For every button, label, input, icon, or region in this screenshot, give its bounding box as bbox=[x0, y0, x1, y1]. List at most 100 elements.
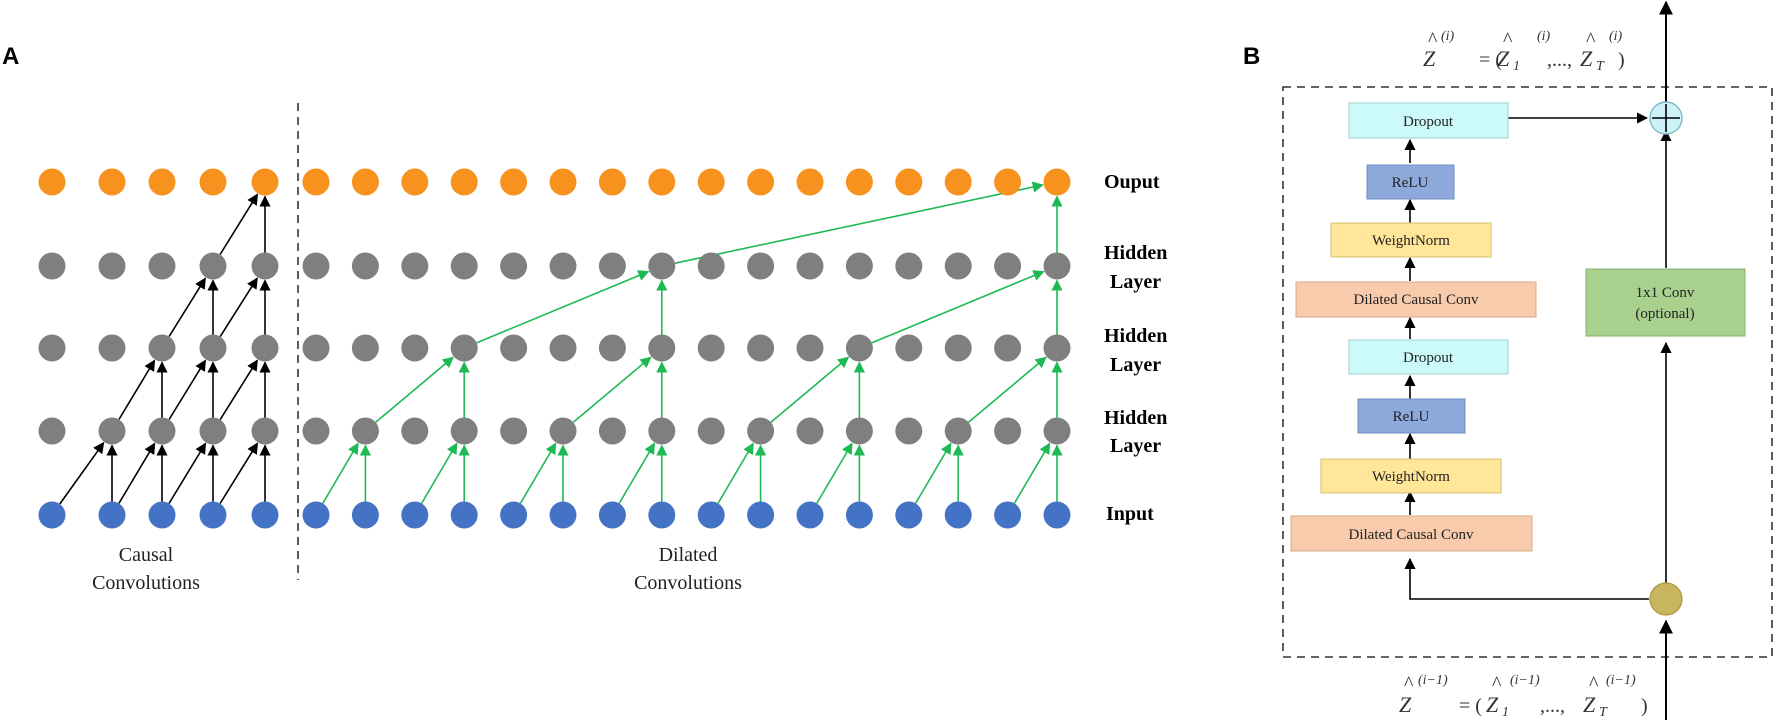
split-to-conv-arrow bbox=[1404, 557, 1649, 600]
relu-block-bottom bbox=[1357, 398, 1466, 434]
output-node bbox=[747, 168, 775, 196]
conv1x1-block bbox=[1585, 268, 1746, 337]
panel-a-letter: A bbox=[2, 43, 19, 70]
hidden-node bbox=[895, 417, 923, 445]
hidden-layer-1-label-line1: Hidden bbox=[1104, 407, 1167, 429]
causal-edge bbox=[219, 442, 259, 504]
hat-mark: ^ bbox=[1492, 673, 1502, 695]
input-formula: ^ Z (i−1) = ( ^ Z 1 (i−1) ,..., ^ Z T (i… bbox=[1399, 673, 1648, 720]
input-formula-sup1: (i−1) bbox=[1510, 673, 1540, 688]
hidden-node bbox=[251, 417, 279, 445]
dilated-edge bbox=[420, 442, 458, 504]
hidden-node bbox=[994, 252, 1022, 280]
causal-edge bbox=[168, 442, 207, 504]
dilated-convolution-arrows bbox=[322, 181, 1063, 504]
hat-mark: ^ bbox=[1586, 29, 1596, 51]
hidden-node bbox=[302, 417, 330, 445]
hidden-node bbox=[401, 417, 429, 445]
hidden-node bbox=[598, 252, 626, 280]
hidden-node bbox=[994, 334, 1022, 362]
hidden-node bbox=[796, 417, 824, 445]
hidden-node bbox=[845, 252, 873, 280]
output-node bbox=[845, 168, 873, 196]
hidden-node bbox=[845, 334, 873, 362]
relu-label-top: ReLU bbox=[1392, 175, 1429, 191]
output-formula-sup: (i) bbox=[1441, 29, 1455, 44]
hidden-node bbox=[199, 417, 227, 445]
conv1x1-label-line1: 1x1 Conv bbox=[1636, 285, 1695, 301]
hidden-layer-2-label-line2: Layer bbox=[1110, 354, 1161, 376]
input-formula-z1: Z bbox=[1486, 692, 1499, 717]
dilated-edge bbox=[1013, 442, 1051, 504]
hidden-node bbox=[98, 417, 126, 445]
hidden-node bbox=[98, 334, 126, 362]
dilated-edge bbox=[519, 442, 557, 504]
weightnorm-block-top bbox=[1330, 222, 1492, 258]
input-node bbox=[895, 501, 923, 529]
output-formula: ^ Z (i) = ( ^ Z 1 (i) ,..., ^ Z T (i) ) bbox=[1423, 29, 1625, 74]
input-node bbox=[401, 501, 429, 529]
output-node bbox=[549, 168, 577, 196]
hidden-node bbox=[450, 334, 478, 362]
input-node bbox=[302, 501, 330, 529]
hat-mark: ^ bbox=[1404, 673, 1414, 695]
dilated-edge bbox=[717, 442, 754, 504]
output-formula-sup1: (i) bbox=[1537, 29, 1551, 44]
hidden-node bbox=[598, 417, 626, 445]
hidden-node bbox=[796, 252, 824, 280]
output-node bbox=[697, 168, 725, 196]
relu-block-top bbox=[1366, 164, 1455, 200]
input-node bbox=[648, 501, 676, 529]
hidden-node bbox=[895, 252, 923, 280]
weightnorm-label-bottom: WeightNorm bbox=[1372, 469, 1450, 485]
hidden-node bbox=[944, 417, 972, 445]
causal-edge bbox=[168, 359, 207, 420]
input-node bbox=[98, 501, 126, 529]
hidden-node bbox=[1043, 334, 1071, 362]
hidden-node bbox=[401, 334, 429, 362]
output-node bbox=[38, 168, 66, 196]
input-node bbox=[38, 501, 66, 529]
input-node bbox=[450, 501, 478, 529]
hidden-node bbox=[38, 252, 66, 280]
input-node bbox=[251, 501, 279, 529]
causal-edge bbox=[168, 277, 206, 337]
input-formula-subt: T bbox=[1599, 705, 1608, 720]
hidden-node bbox=[697, 334, 725, 362]
output-node bbox=[351, 168, 379, 196]
hidden-node bbox=[648, 252, 676, 280]
hidden-node bbox=[944, 252, 972, 280]
hidden-layer-3-label-line1: Hidden bbox=[1104, 242, 1167, 264]
causal-edge bbox=[59, 441, 105, 505]
panel-a: A Ouput Hidden Layer Hidden Layer Hidden… bbox=[2, 43, 1167, 594]
hidden-node bbox=[148, 334, 176, 362]
hidden-node bbox=[302, 252, 330, 280]
panel-b-letter: B bbox=[1243, 43, 1260, 70]
dropout-block-top bbox=[1348, 102, 1509, 139]
dilated-edge bbox=[816, 442, 853, 504]
hidden-node bbox=[895, 334, 923, 362]
dilated-edge bbox=[914, 442, 952, 504]
input-node bbox=[697, 501, 725, 529]
residual-block-border bbox=[1282, 86, 1773, 658]
hidden-layer-3-label-line2: Layer bbox=[1110, 271, 1161, 293]
hidden-node bbox=[648, 417, 676, 445]
input-node bbox=[1043, 501, 1071, 529]
input-formula-sub1: 1 bbox=[1502, 705, 1509, 720]
output-formula-eq: = ( bbox=[1479, 49, 1502, 71]
input-formula-supt: (i−1) bbox=[1606, 673, 1636, 688]
hidden-node bbox=[148, 252, 176, 280]
panel-b: B Dropout ReLU WeightNorm Dilated Causal… bbox=[1243, 0, 1773, 720]
output-node bbox=[598, 168, 626, 196]
input-node bbox=[351, 501, 379, 529]
hidden-node bbox=[500, 334, 528, 362]
causal-edge bbox=[219, 193, 259, 255]
output-formula-zt: Z bbox=[1580, 46, 1593, 71]
causal-edge bbox=[118, 442, 156, 504]
hidden-node bbox=[697, 252, 725, 280]
dilated-edge bbox=[674, 181, 1044, 264]
causal-edge bbox=[219, 277, 258, 338]
output-formula-z1: Z bbox=[1497, 46, 1510, 71]
output-formula-z: Z bbox=[1423, 46, 1436, 71]
